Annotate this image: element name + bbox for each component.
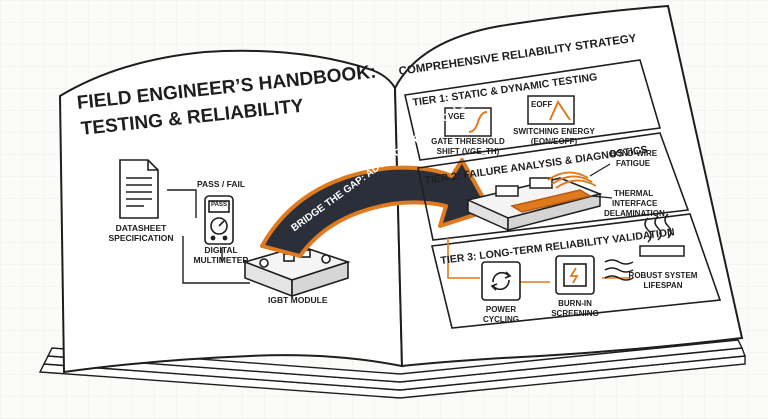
- burn-in-label-line2: SCREENING: [551, 309, 599, 318]
- bond-wire-label-line1: BOND-WIRE: [610, 149, 658, 158]
- igbt-module-icon: [242, 245, 351, 298]
- thermal-label-line2: INTERFACE: [612, 199, 658, 208]
- tier-boxes: [404, 59, 722, 329]
- heat-waves-icon: [604, 259, 634, 281]
- connector-lines: [167, 189, 250, 284]
- vge-label-line1: GATE THRESHOLD: [431, 137, 505, 146]
- multimeter-label-line1: DIGITAL: [204, 245, 238, 255]
- callout-lines: [589, 163, 613, 199]
- multimeter-label-line2: MULTIMETER: [193, 255, 249, 265]
- eoff-label-line2: (Eon/Eoff): [530, 137, 578, 146]
- meter-display-text: PASS: [211, 202, 227, 208]
- datasheet-label-line1: DATASHEET: [115, 223, 167, 233]
- vge-graph-icon: [444, 107, 492, 137]
- burn-in-label-line1: BURN-IN: [558, 299, 592, 308]
- bond-wire-icon: [547, 171, 597, 189]
- robust-system-icon: [639, 213, 685, 257]
- igbt-module-label: IGBT MODULE: [268, 295, 328, 305]
- thermal-label-line1: THERMAL: [614, 189, 654, 198]
- eoff-symbol: Eoff: [531, 100, 553, 109]
- tier3-connector: [447, 238, 630, 283]
- multimeter-icon: [204, 195, 234, 245]
- eoff-label-line1: SWITCHING ENERGY: [513, 127, 595, 136]
- tier1-box: [404, 59, 662, 161]
- power-cycling-icon: [481, 261, 521, 301]
- tier3-box: [431, 213, 722, 329]
- power-cycling-label-line1: POWER: [485, 305, 517, 314]
- pass-fail-label: PASS / FAIL: [197, 179, 246, 189]
- datasheet-label-line2: SPECIFICATION: [108, 233, 174, 243]
- bridge-arrow: [260, 158, 492, 258]
- vge-label-line2: SHIFT (Vge_th): [436, 147, 500, 156]
- book-page-stack: [38, 339, 746, 399]
- document-icon: [119, 159, 159, 219]
- eoff-graph-icon: [527, 95, 575, 125]
- book-spine-fold: [394, 87, 403, 367]
- power-cycling-label-line2: CYCLING: [483, 315, 519, 324]
- thermal-label-line3: DELAMINATION: [604, 209, 665, 218]
- bond-wire-label-line2: FATIGUE: [616, 159, 651, 168]
- robust-system-label-line1: ROBUST SYSTEM: [628, 271, 698, 280]
- vge-symbol: Vge: [448, 112, 465, 121]
- module-crosssection-icon: [465, 177, 603, 232]
- burn-in-icon: [555, 255, 595, 295]
- robust-system-label-line2: LIFESPAN: [643, 281, 683, 290]
- tier2-box: [417, 132, 690, 241]
